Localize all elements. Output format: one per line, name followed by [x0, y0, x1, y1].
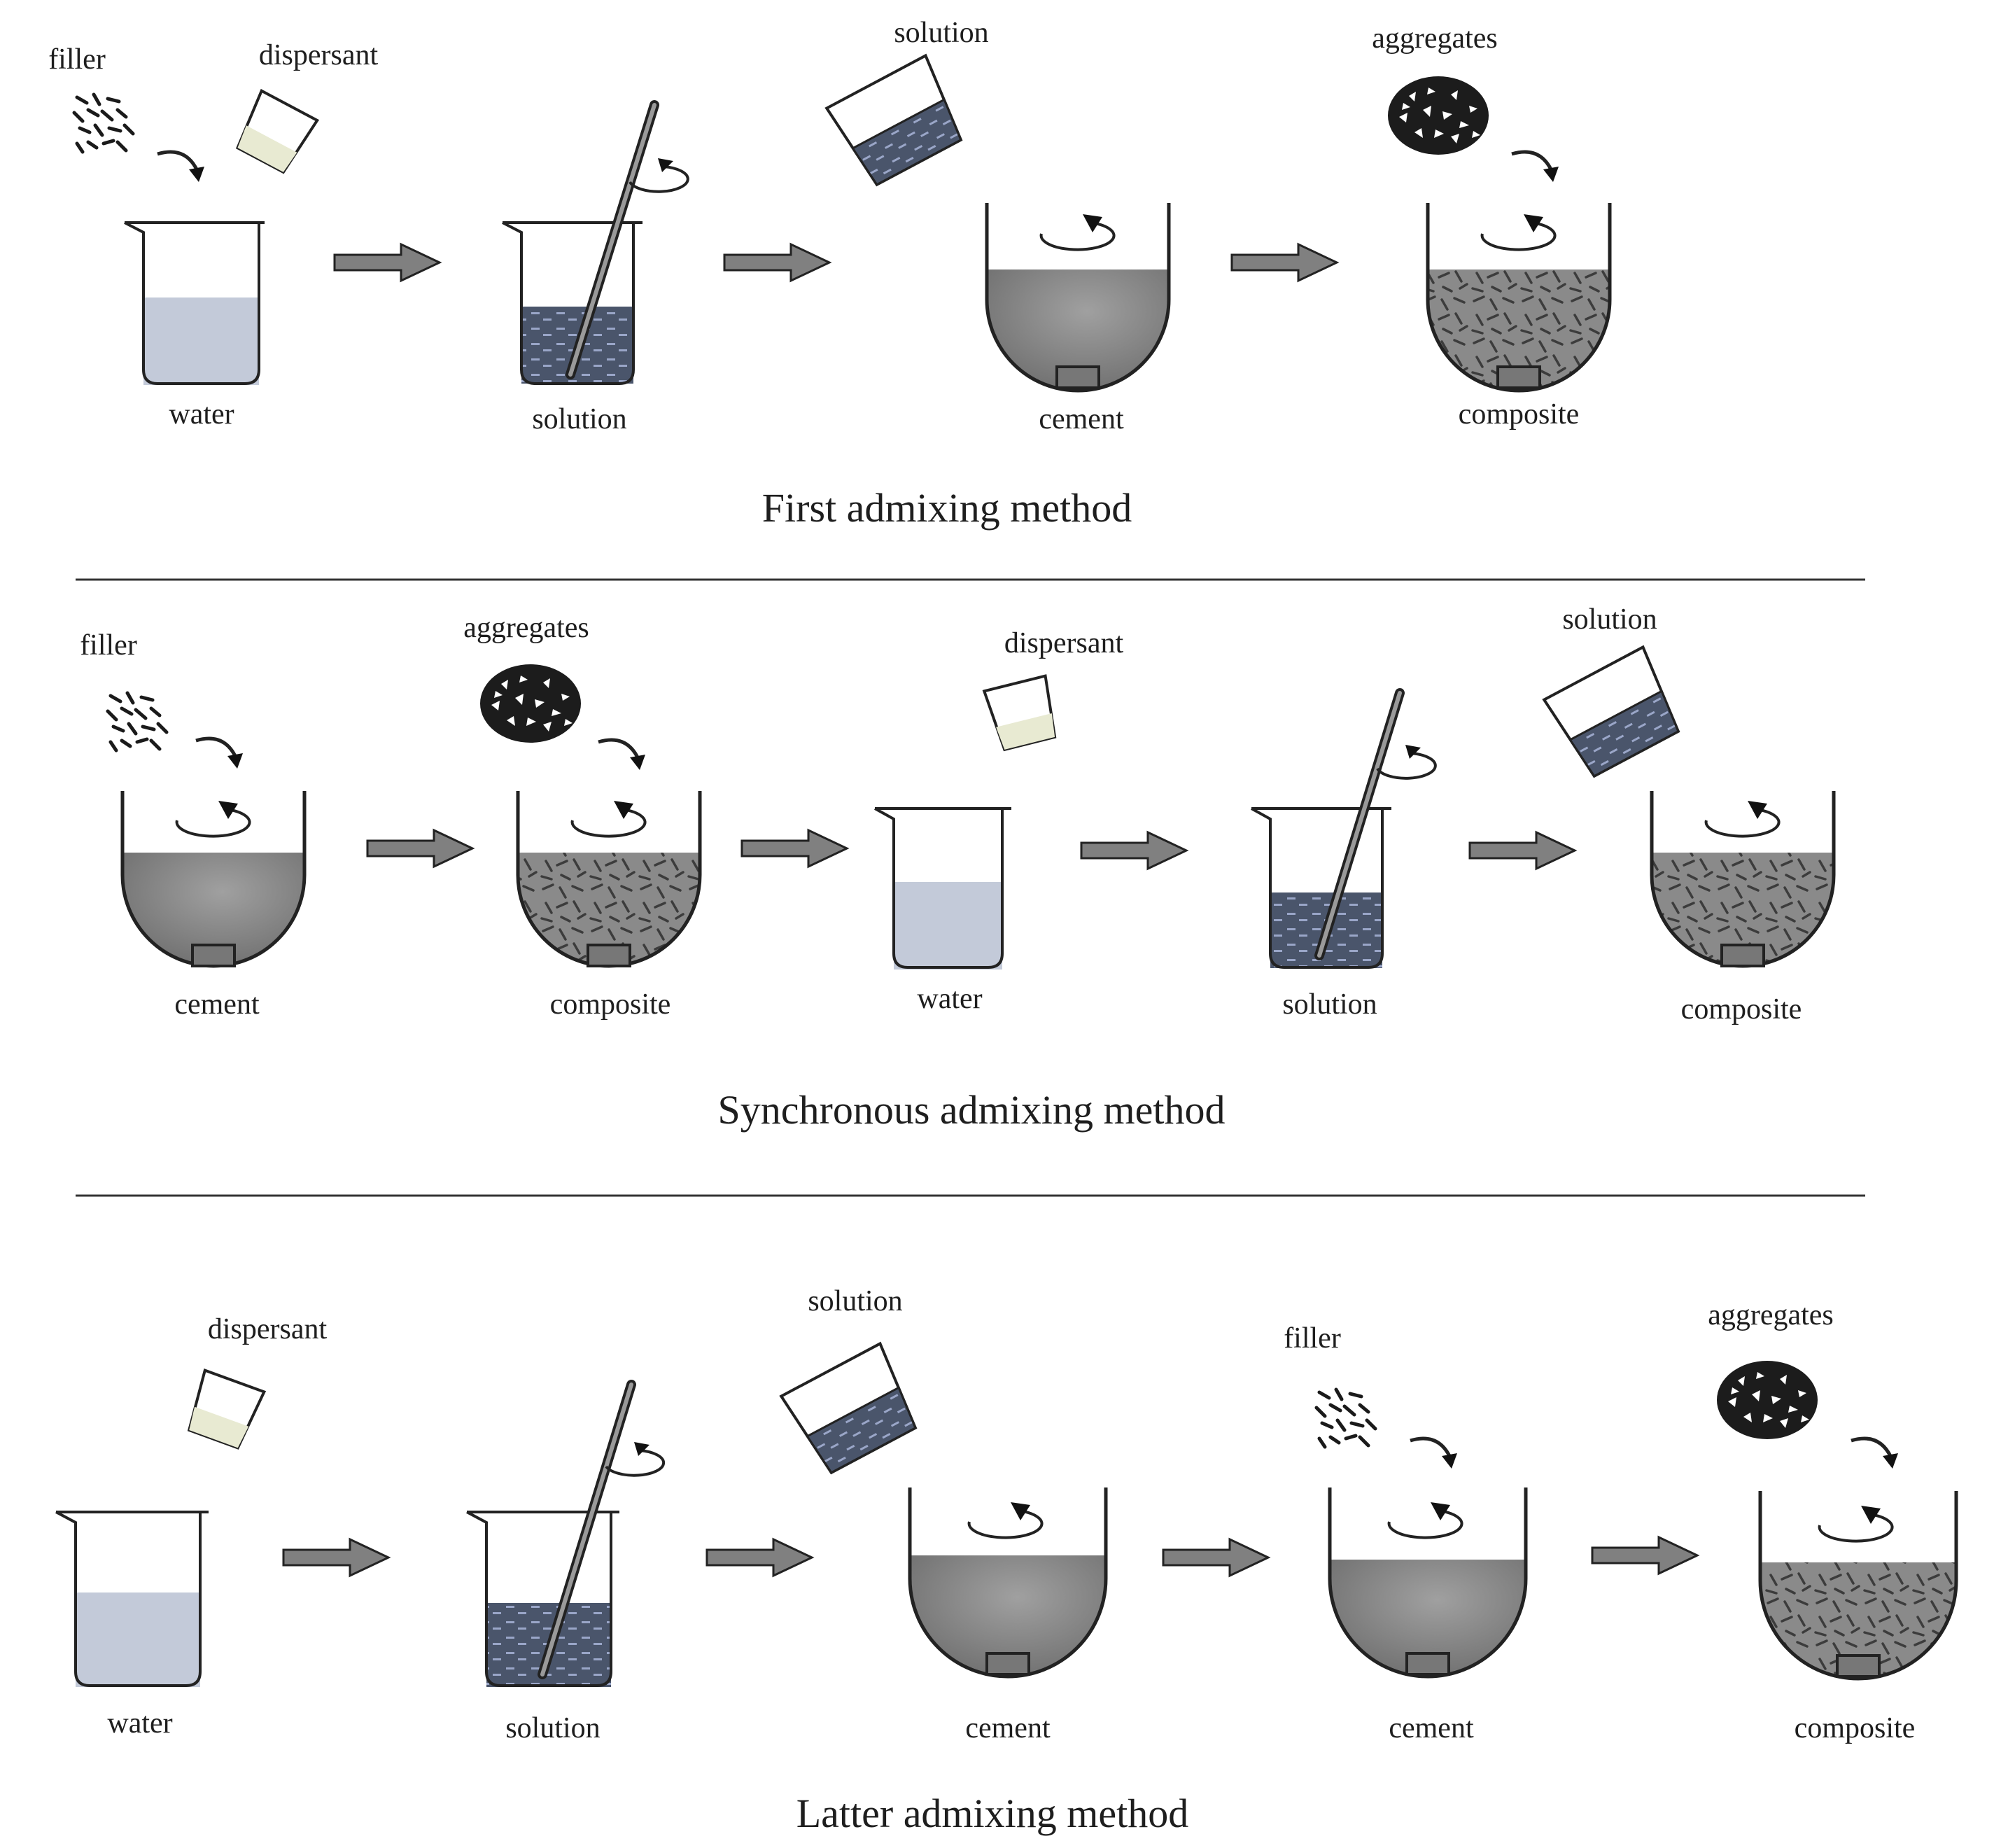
solution-pour-label: solution: [894, 17, 988, 49]
rotation-arrow-icon: [1039, 213, 1116, 251]
filler-particles-icon: [108, 693, 167, 750]
cement-mixing-bowl-icon: [120, 791, 307, 968]
solution-pour-label: solution: [808, 1285, 902, 1317]
rotation-arrow-icon: [1704, 799, 1781, 838]
dispersant-label: dispersant: [208, 1313, 328, 1345]
solution-pouring-beaker-icon: [779, 1341, 918, 1475]
flow-arrow-icon: [366, 829, 474, 868]
flow-arrow-icon: [723, 243, 831, 282]
flow-arrow-icon: [1080, 831, 1188, 870]
flow-arrow-icon: [705, 1538, 813, 1577]
rotation-arrow-icon: [1480, 213, 1557, 251]
curved-arrow-icon: [196, 738, 243, 769]
flow-arrow-icon: [1468, 831, 1576, 870]
filler-label: filler: [1284, 1322, 1341, 1354]
water-beaker-icon: [874, 807, 1011, 969]
composite-mixing-bowl-icon: [516, 791, 702, 968]
solution-label: solution: [505, 1712, 600, 1744]
flow-arrow-icon: [282, 1538, 390, 1577]
solution-pour-label: solution: [1562, 603, 1657, 636]
section-title: Latter admixing method: [796, 1791, 1189, 1836]
rotation-arrow-icon: [570, 799, 647, 838]
dispersant-beaker-icon: [187, 1368, 267, 1450]
solution-beaker-stirring-icon: [466, 1380, 666, 1687]
aggregates-icon: [1717, 1361, 1818, 1439]
water-label: water: [169, 398, 234, 430]
filler-particles-icon: [74, 94, 133, 152]
filler-label: filler: [80, 629, 137, 662]
rotation-arrow-icon: [1818, 1504, 1894, 1543]
solution-label: solution: [1282, 988, 1377, 1021]
flow-arrow-icon: [1591, 1536, 1699, 1575]
dispersant-beaker-icon: [982, 674, 1057, 752]
curved-arrow-icon: [157, 152, 204, 182]
dispersant-beaker-icon: [235, 88, 320, 174]
composite-mixing-bowl-icon: [1758, 1491, 1958, 1681]
water-beaker-icon: [55, 1511, 209, 1687]
cement-label: cement: [1389, 1712, 1474, 1744]
composite-label: composite: [1681, 993, 1802, 1026]
cement-mixing-bowl-icon: [985, 203, 1171, 393]
composite-label: composite: [1795, 1712, 1916, 1744]
section-synchronous-admixing: filler cement aggregates composite dispe…: [80, 603, 1836, 1133]
dispersant-label: dispersant: [1004, 627, 1124, 659]
section-title: First admixing method: [762, 485, 1132, 531]
aggregates-label: aggregates: [1372, 22, 1498, 55]
curved-arrow-icon: [598, 740, 645, 770]
cement-mixing-bowl-icon: [1328, 1488, 1528, 1679]
filler-particles-icon: [1317, 1390, 1375, 1447]
rotation-arrow-icon: [175, 799, 251, 838]
curved-arrow-icon: [1851, 1438, 1898, 1469]
curved-arrow-icon: [1512, 152, 1559, 182]
rotation-arrow-icon: [1387, 1501, 1463, 1539]
solution-beaker-stirring-icon: [1251, 688, 1437, 969]
flow-arrow-icon: [1162, 1538, 1270, 1577]
solution-pouring-beaker-icon: [824, 53, 963, 187]
water-label: water: [917, 983, 982, 1015]
cement-label: cement: [174, 988, 260, 1021]
section-latter-admixing: dispersant water solution solution: [55, 1285, 1958, 1836]
curved-arrow-icon: [1410, 1438, 1457, 1469]
composite-mixing-bowl-icon: [1650, 791, 1836, 968]
composite-label: composite: [550, 988, 671, 1021]
rotation-arrow-icon: [967, 1501, 1044, 1539]
composite-mixing-bowl-icon: [1426, 203, 1612, 393]
solution-pouring-beaker-icon: [1542, 645, 1680, 778]
solution-beaker-stirring-icon: [502, 100, 689, 385]
solution-label: solution: [532, 403, 626, 435]
section-title: Synchronous admixing method: [718, 1087, 1226, 1133]
composite-label: composite: [1459, 398, 1580, 430]
flow-arrow-icon: [333, 243, 441, 282]
aggregates-label: aggregates: [1708, 1299, 1834, 1331]
cement-label: cement: [965, 1712, 1051, 1744]
dispersant-label: dispersant: [259, 39, 379, 71]
cement-label: cement: [1039, 403, 1124, 435]
aggregates-label: aggregates: [463, 612, 589, 644]
flow-arrow-icon: [1230, 243, 1338, 282]
aggregates-icon: [1388, 76, 1489, 155]
section-first-admixing: filler dispersant water solution: [48, 17, 1612, 531]
flow-arrow-icon: [740, 829, 848, 868]
cement-mixing-bowl-icon: [908, 1488, 1108, 1679]
aggregates-icon: [480, 664, 581, 743]
water-label: water: [107, 1707, 172, 1740]
filler-label: filler: [48, 43, 106, 76]
water-beaker-icon: [124, 221, 265, 385]
